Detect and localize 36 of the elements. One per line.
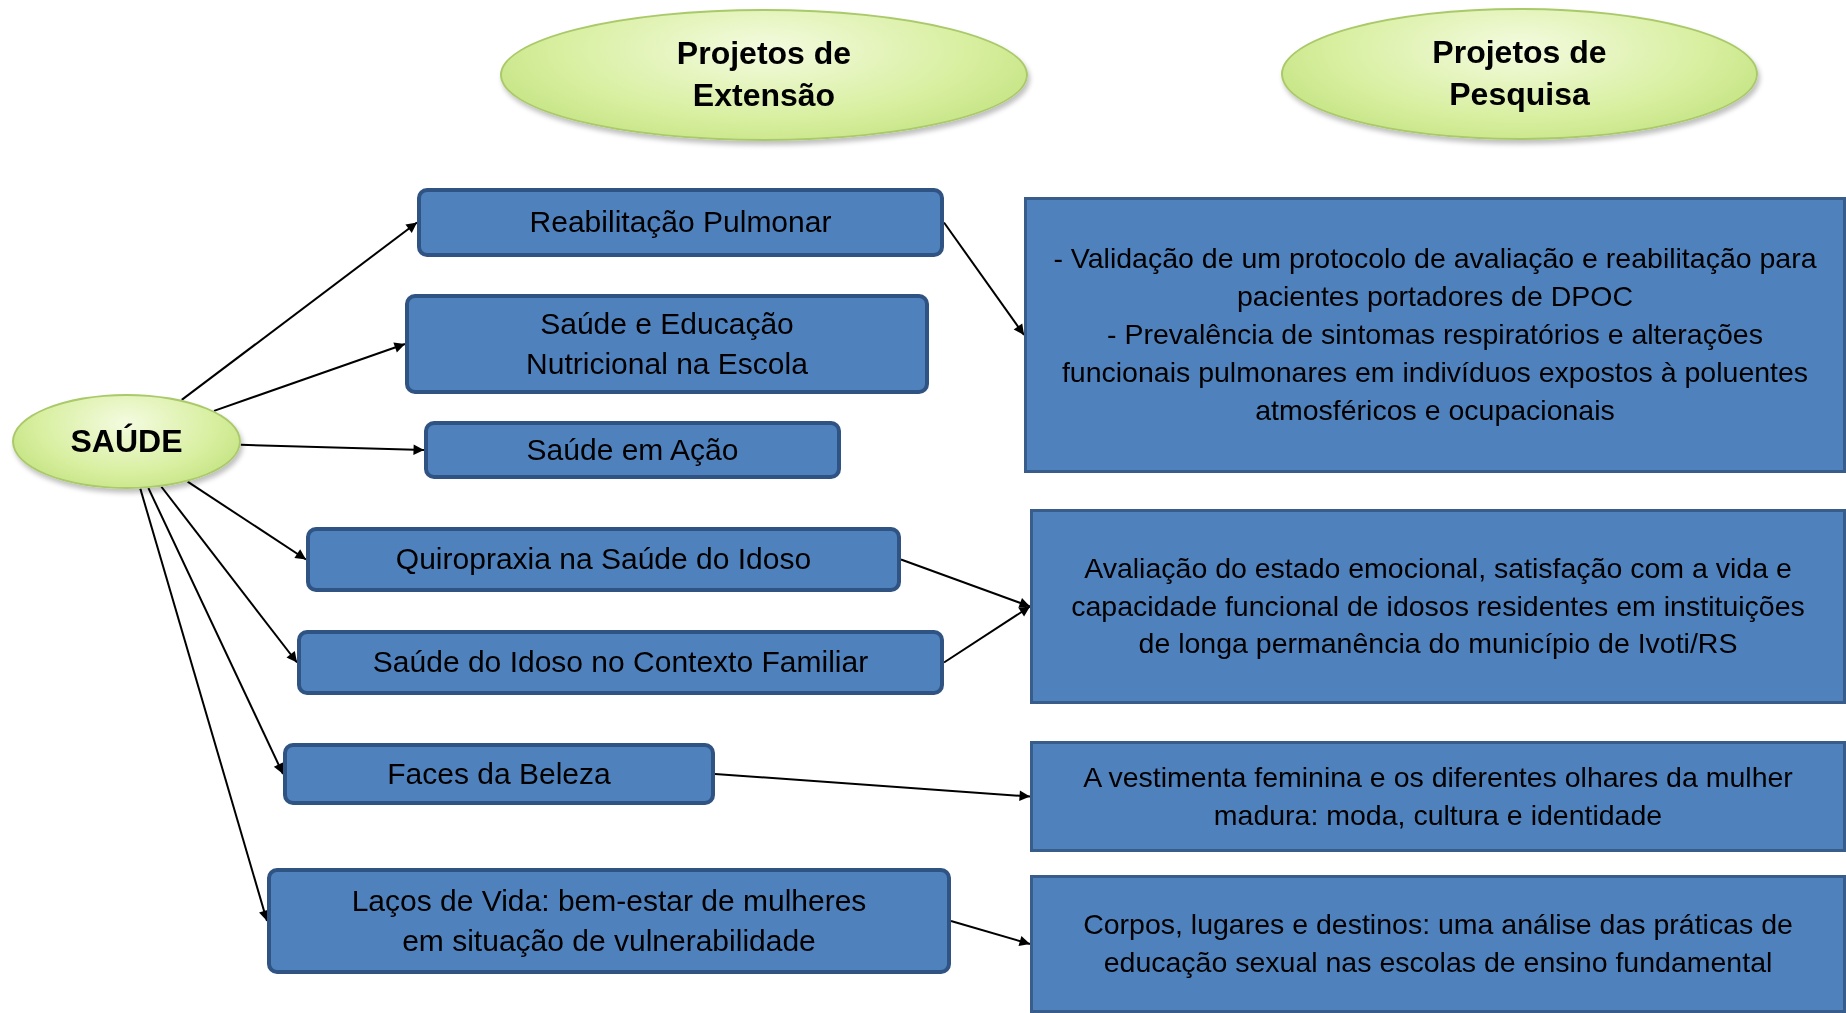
project-box: [283, 743, 715, 805]
project-box: [306, 527, 901, 592]
node-label: - Prevalência de sintomas respiratórios e alterações funcionais pulmonares em indivíduos expostos à poluentes atmosféricos e ocupacionais: [1060, 317, 1810, 428]
research-box: [1024, 197, 1846, 473]
arrow: [943, 221, 1025, 336]
research-box: [1030, 741, 1846, 852]
node-label: Projetos de Extensão: [675, 34, 853, 115]
node-label: SAÚDE: [70, 421, 183, 461]
arrow: [213, 342, 406, 412]
node-label: Laços de Vida: bem-estar de mulheres em situação de vulnerabilidade: [350, 882, 868, 959]
node-label: Quiropraxia na Saúde do Idoso: [395, 541, 812, 578]
node-label: A vestimenta feminina e os diferentes olhares da mulher madura: moda, cultura e identidade: [1082, 759, 1794, 833]
node-label: Corpos, lugares e destinos: uma análise das práticas de educação sexual nas escolas de ensino fundamental: [1082, 907, 1794, 980]
arrow: [239, 443, 425, 455]
research-box: [1030, 509, 1846, 704]
node-label: Saúde em Ação: [526, 431, 739, 468]
arrow: [943, 605, 1031, 664]
arrow: [714, 773, 1031, 801]
arrow: [900, 558, 1031, 608]
arrow: [180, 221, 418, 401]
arrow: [147, 487, 284, 775]
project-box: [297, 630, 944, 695]
node-label: Faces da Beleza: [387, 755, 611, 792]
node-label: Projetos de Pesquisa: [1431, 33, 1608, 114]
arrow: [186, 480, 307, 561]
node-label: Reabilitação Pulmonar: [529, 204, 832, 241]
project-box: [417, 188, 944, 257]
research-box: [1030, 875, 1846, 1013]
arrow: [950, 920, 1031, 947]
project-box: [267, 868, 951, 974]
node-label: Saúde e Educação Nutricional na Escola: [525, 305, 809, 382]
node-label: - Validação de um protocolo de avaliação e reabilitação para pacientes portadores de DPOC: [1052, 241, 1818, 315]
project-box: [405, 294, 929, 394]
node-label: Saúde do Idoso no Contexto Familiar: [372, 644, 869, 681]
node-label: Avaliação do estado emocional, satisfação com a vida e capacidade funcional de idosos residentes em instituições de longa permanência do município de Ivoti/RS: [1070, 550, 1806, 662]
project-box: [424, 421, 841, 479]
